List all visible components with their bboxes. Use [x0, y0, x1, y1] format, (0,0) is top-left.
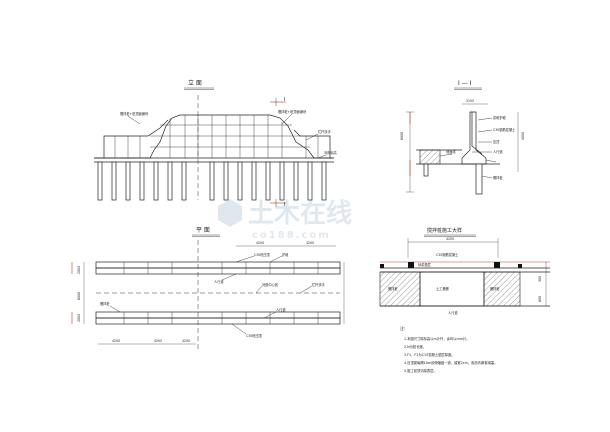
plan-label-7: C30砼压顶 — [246, 333, 263, 338]
detail-center-block — [419, 271, 485, 307]
elevation-label-right: 搅拌桩+桩顶面铺块 — [278, 109, 307, 114]
watermark-site: co188.com — [252, 230, 331, 241]
detail-pile-left — [379, 271, 421, 307]
section-label-3: 压顶 — [493, 140, 500, 144]
plan-label-6: 搅拌桩 — [100, 301, 110, 306]
embankment-outline — [94, 114, 334, 159]
detail-dim-height: 300 — [538, 276, 542, 282]
note-3: 3.F1、F2为C15混凝土垫层厚度。 — [404, 352, 455, 357]
plan-dim-bottom-3: 4200 — [182, 339, 190, 343]
detail-anchor-right — [494, 262, 500, 268]
note-1: 1.本图尺寸除标高以m计外，余均以mm计。 — [404, 336, 470, 341]
plan-label-1: C30砼压顶 — [254, 252, 271, 257]
elevation-section-mark-top: I — [284, 97, 285, 103]
plan-dim-side-3: 2000 — [77, 314, 81, 322]
plan-dim-side-1: 2000 — [77, 266, 81, 274]
plan-label-4: 河道中心线 — [262, 282, 279, 287]
elevation-title: 立 面 — [188, 79, 202, 87]
section-dim-right: 4000 — [521, 132, 525, 140]
plan-dim-top-1: 4200 — [256, 241, 264, 245]
note-5: 5.施工前须清除表层。 — [404, 368, 437, 373]
elevation-section-mark-bottom: I — [284, 202, 285, 208]
note-2: 2.N为桩长度。 — [404, 344, 426, 349]
section-label-4: 人行道 — [493, 149, 503, 154]
detail-label-6: 人行道 — [448, 310, 458, 315]
section-label-6: 地面线 — [446, 149, 456, 154]
elevation-label-rail: 栏杆扶手 — [318, 129, 332, 134]
plan-bottom-coping — [95, 311, 341, 319]
plan-dim-bottom-2: 4200 — [154, 339, 162, 343]
plan-view: 平 面 4200 4200 2000 6000 2000 4200 — [71, 227, 345, 350]
detail-label-1: C30钢筋混凝土 — [436, 252, 459, 257]
elevation-label-left: 搅拌桩+桩顶面铺块 — [120, 111, 149, 116]
elevation-label-water: 河床标高 — [324, 150, 337, 155]
section-pile — [475, 163, 483, 195]
section-walkway — [419, 149, 441, 165]
detail-label-4: 土工格栅 — [436, 286, 450, 291]
plan-top-coping — [95, 261, 341, 269]
plan-label-2: 护坡 — [282, 252, 289, 257]
section-title: I — I — [458, 80, 472, 87]
plan-dim-top-2: 4200 — [306, 241, 314, 245]
section-dim-total: 6000 — [400, 132, 404, 140]
detail-pile-right — [483, 271, 521, 307]
watermark: 土木在线 co188.com — [218, 199, 352, 241]
detail-label-3: 搅拌桩 — [388, 286, 398, 291]
detail-label-5: 搅拌桩 — [490, 286, 500, 291]
plan-label-3: 人行道 — [214, 279, 224, 284]
notes: 注: 1.本图尺寸除标高以m计外，余均以mm计。 2.N为桩长度。 3.F1、F… — [400, 325, 498, 373]
plan-title: 平 面 — [196, 227, 210, 234]
detail-title: 搅拌桩施工大样 — [427, 227, 462, 234]
plan-dim-side-2: 6000 — [77, 292, 81, 300]
detail-label-2: 砂浆垫层 — [418, 262, 431, 267]
plan-label-8: 人行道 — [276, 307, 286, 312]
detail-view: 搅拌桩施工大样 4200 300 600 C30钢筋混凝土 砂浆垫层 搅拌桩 土… — [379, 227, 550, 315]
detail-dim-width: 4200 — [446, 237, 454, 241]
elevation-view: 立 面 I I — [94, 79, 337, 208]
detail-anchor-left — [408, 262, 414, 268]
notes-title: 注: — [400, 325, 405, 331]
watermark-logo-icon — [218, 199, 242, 227]
plan-label-5: 栏杆扶手 — [312, 282, 326, 287]
section-dim-top: 3150 — [466, 99, 474, 103]
note-4: 4.压顶梁每隔10m设伸缩缝一道，缝宽2cm，用沥青麻絮填塞。 — [404, 360, 498, 365]
plan-dim-bottom-1: 4200 — [112, 339, 120, 343]
section-view: I — I 6000 3150 4000 浆砌护坡 C30钢筋混凝土 压顶 人行… — [400, 80, 525, 195]
watermark-brand: 土木在线 — [248, 199, 352, 229]
section-wall — [461, 111, 487, 165]
elevation-piles — [97, 161, 327, 201]
section-label-5: 搅拌桩 — [493, 175, 503, 180]
detail-dim-depth: 600 — [538, 296, 542, 302]
section-label-2: C30钢筋混凝土 — [493, 127, 516, 132]
section-label-1: 浆砌护坡 — [493, 115, 507, 120]
